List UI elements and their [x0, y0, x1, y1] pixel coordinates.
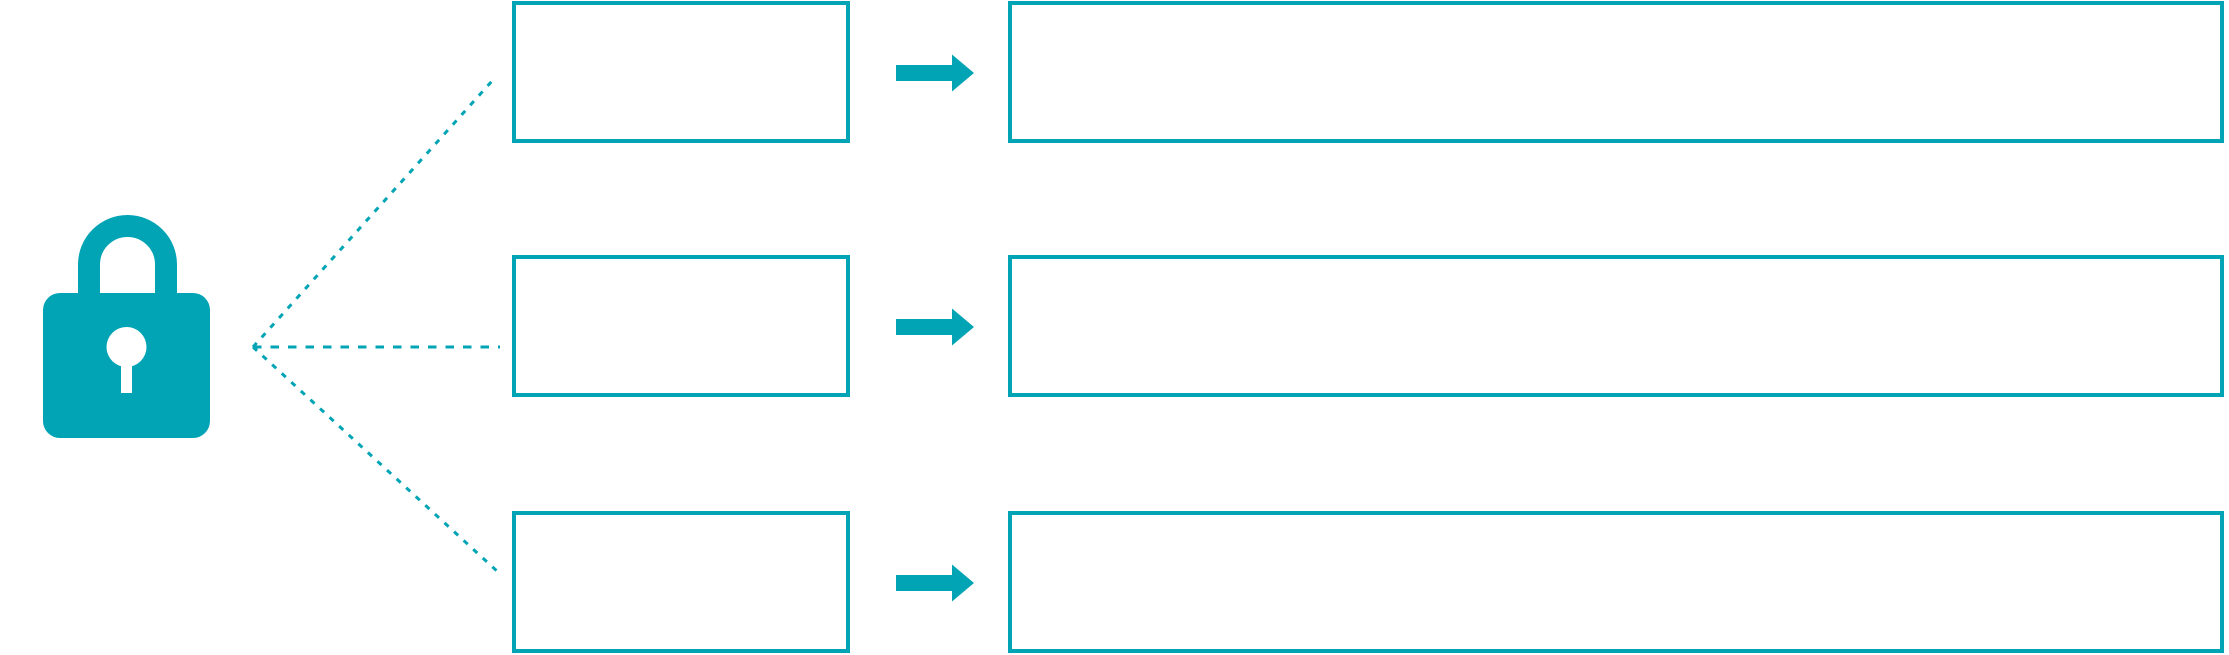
right-arrow-icon-1 [896, 54, 974, 92]
topic-box-3 [512, 511, 850, 653]
dotted-connector-bottom [251, 345, 500, 574]
right-arrow-icon-2 [896, 308, 974, 346]
detail-box-1 [1008, 1, 2224, 143]
right-arrow-icon-3 [896, 564, 974, 602]
topic-box-2 [512, 255, 850, 397]
dotted-connector-top [251, 79, 494, 349]
detail-box-3 [1008, 511, 2224, 653]
lock-icon [43, 215, 210, 438]
topic-box-1 [512, 1, 850, 143]
detail-box-2 [1008, 255, 2224, 397]
